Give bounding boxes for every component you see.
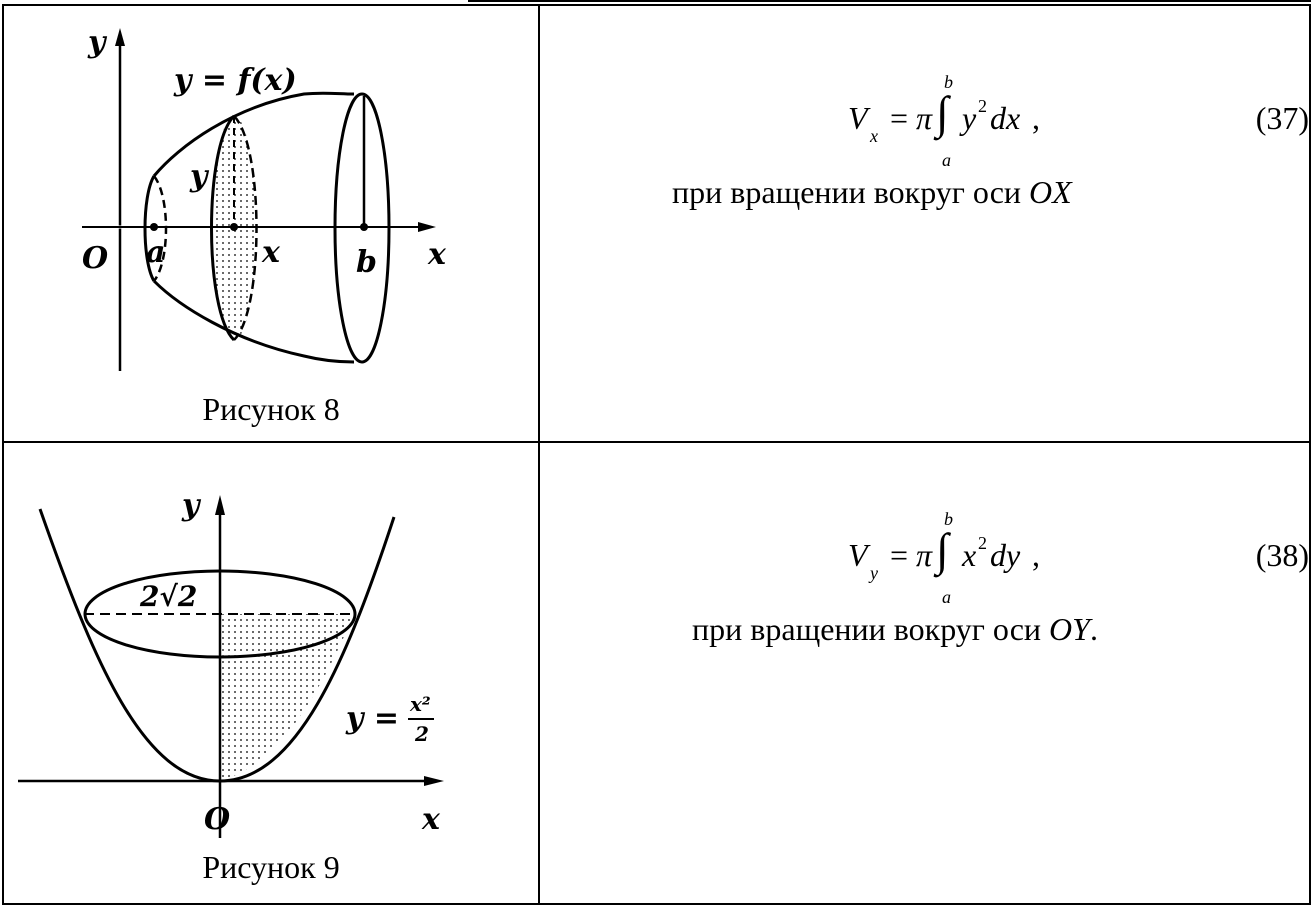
x-axis-label: x — [427, 237, 447, 272]
origin-label: O — [204, 802, 230, 837]
formula-37: V x = π b ∫ a y 2 dx , — [848, 72, 1040, 170]
formula-note: при вращении вокруг оси OY. — [692, 611, 1098, 647]
figure-9-solid-of-revolution-y: y 2√2 y = x² 2 O x — [18, 488, 444, 838]
parabola — [38, 508, 396, 783]
figure-caption: Рисунок 8 — [202, 391, 340, 427]
right-end-ellipse — [333, 92, 391, 364]
table-row: y y = f(x) y O a x b x Рисунок 8 V x = π… — [2, 4, 1311, 443]
curve-label-lhs: y = — [345, 701, 399, 736]
left-end-back — [152, 175, 168, 282]
integral-sign: ∫ — [936, 87, 949, 138]
radius-label: y — [189, 159, 210, 194]
y-axis-label: y — [181, 488, 202, 523]
y-axis-label: y — [87, 25, 108, 60]
point-a-label: a — [146, 235, 165, 270]
formula-38: V y = π b ∫ a x 2 dy , — [848, 509, 1040, 607]
table-row: y 2√2 y = x² 2 O x Рисунок 9 V y = π b ∫… — [2, 441, 1311, 905]
point-x-label: x — [261, 235, 281, 270]
figure-cell-9: y 2√2 y = x² 2 O x Рисунок 9 — [2, 441, 540, 905]
left-end-front — [143, 175, 156, 282]
curve-label-num: x² — [409, 692, 431, 716]
equation-number: (37) — [1255, 100, 1309, 136]
width-label: 2√2 — [139, 580, 197, 613]
equation-number: (38) — [1255, 537, 1309, 573]
curve-label-den: 2 — [414, 722, 429, 746]
formula-table: y y = f(x) y O a x b x Рисунок 8 V x = π… — [2, 4, 1311, 905]
figure-caption: Рисунок 9 — [202, 849, 340, 885]
x-axis-arrow — [424, 776, 444, 786]
formula-note: при вращении вокруг оси OX — [672, 174, 1072, 210]
figure-cell-8: y y = f(x) y O a x b x Рисунок 8 — [2, 4, 540, 443]
formula-cell-37: V x = π b ∫ a y 2 dx , (37) при вращении… — [538, 4, 1311, 443]
point-b-label: b — [356, 245, 377, 280]
shaded-region — [220, 614, 354, 781]
top-rule — [468, 0, 1311, 2]
upper-curve — [152, 91, 355, 177]
y-axis-arrow — [215, 495, 225, 515]
y-axis-arrow — [115, 28, 125, 46]
lower-curve — [152, 279, 355, 364]
integral-sign: ∫ — [936, 524, 949, 575]
formula-cell-38: V y = π b ∫ a x 2 dy , (38) при вращении… — [538, 441, 1311, 905]
figure-8-solid-of-revolution-x: y y = f(x) y O a x b x — [82, 25, 447, 371]
origin-label: O — [82, 241, 108, 276]
x-axis-label: x — [421, 802, 441, 837]
curve-label: y = f(x) — [173, 63, 297, 98]
